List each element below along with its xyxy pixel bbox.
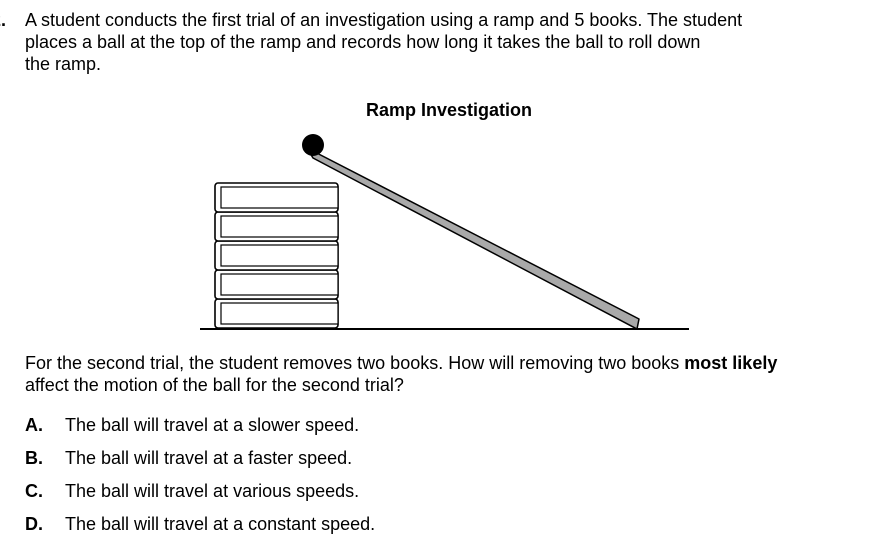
prompt-line-1: For the second trial, the student remove… [25,352,870,374]
book [214,182,339,213]
choice-text: The ball will travel at a slower speed. [65,415,360,435]
choice-letter: A. [25,415,43,435]
choice-text: The ball will travel at a faster speed. [65,448,353,468]
prompt-emphasis: most likely [684,353,778,373]
question-stem: A student conducts the first trial of an… [25,9,845,75]
book [214,269,339,300]
ball [302,134,324,156]
question-prompt: For the second trial, the student remove… [25,352,870,396]
choice-letter: B. [25,448,43,468]
choice-letter: C. [25,481,43,501]
prompt-text: For the second trial, the student remove… [25,353,685,373]
stem-line-3: the ramp. [25,54,102,74]
ramp [306,147,640,330]
book [214,211,339,242]
figure-title: Ramp Investigation [365,100,533,120]
prompt-line-2: affect the motion of the ball for the se… [25,375,404,395]
choice-text: The ball will travel at various speeds. [65,481,360,501]
choice-text: The ball will travel at a constant speed… [65,514,376,534]
choice-letter: D. [25,514,43,534]
stem-line-1: A student conducts the first trial of an… [25,10,743,30]
stem-line-2: places a ball at the top of the ramp and… [25,32,701,52]
book [214,240,339,271]
book [214,298,339,329]
book-stack [214,182,339,329]
question-number: 2. [0,10,7,30]
